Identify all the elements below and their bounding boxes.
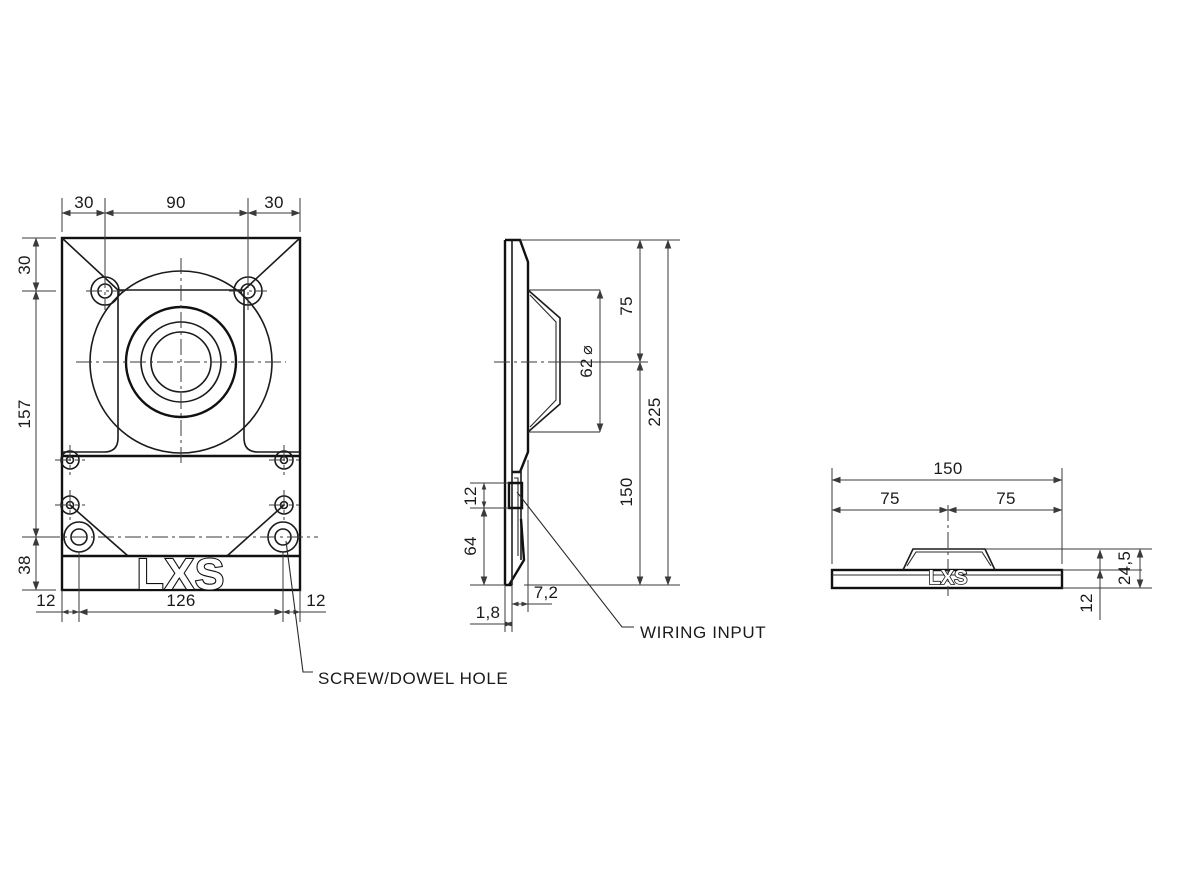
side-body-profile	[505, 238, 530, 474]
dim-front-left-157: 157	[15, 399, 34, 428]
side-tail-wedge-outer	[507, 518, 526, 586]
dim-top-75-right: 75	[996, 489, 1016, 508]
front-panel-fillet-right	[243, 437, 300, 453]
dim-front-top-left-30: 30	[74, 193, 94, 212]
dim-top-150: 150	[933, 459, 962, 478]
side-lower-back-inner	[514, 477, 519, 556]
side-diameter-62-dimension: 62 ⌀	[577, 289, 604, 433]
wiring-input-callout: WIRING INPUT	[516, 491, 766, 642]
dim-side-left-64: 64	[461, 536, 480, 556]
front-chamfer-top-left	[61, 237, 119, 291]
wiring-input-pocket	[507, 481, 524, 510]
dim-front-top-right-30: 30	[264, 193, 284, 212]
front-trim-chamfer-left	[69, 504, 129, 557]
dim-top-12: 12	[1077, 593, 1096, 613]
dim-front-bottom-left-12: 12	[36, 591, 56, 610]
dim-top-75-left: 75	[880, 489, 900, 508]
side-view: 12 64 1,8 7,2 62 ⌀	[461, 238, 766, 642]
side-lower-back-wall	[512, 471, 522, 560]
diameter-symbol-icon: ⌀	[577, 345, 596, 355]
dim-side-75: 75	[617, 296, 636, 316]
dim-front-bottom-126: 126	[166, 591, 195, 610]
front-panel-fillet-left	[62, 437, 119, 453]
dim-front-bottom-right-12: 12	[306, 591, 326, 610]
top-right-height-dimensions: 24,5 12	[985, 548, 1152, 620]
front-view: LXS 30 90 30 30 157 38	[15, 193, 508, 688]
screw-dowel-hole-label: SCREW/DOWEL HOLE	[318, 669, 508, 688]
wiring-input-leader-line	[516, 491, 634, 628]
dim-side-left-12: 12	[461, 486, 480, 506]
front-body-outline	[60, 236, 302, 592]
side-left-dimension-chain: 12 64	[461, 482, 509, 586]
front-bottom-dimension-chain: 12 126 12	[36, 552, 326, 622]
front-chamfer-top-right	[243, 237, 301, 291]
wiring-input-label: WIRING INPUT	[640, 623, 766, 642]
dim-front-left-30: 30	[15, 255, 34, 275]
side-right-dimension-stack: 75 150 225	[520, 239, 680, 586]
top-brand-logo: LXS	[929, 567, 968, 589]
front-brand-logo: LXS	[137, 550, 226, 599]
dim-side-bottom-1-8: 1,8	[476, 603, 501, 622]
dim-side-225: 225	[645, 397, 664, 426]
top-view: LXS 150 75 75 24,5 12	[830, 459, 1152, 620]
top-speaker-housing-inner	[906, 551, 992, 567]
front-top-dimension-chain: 30 90 30	[61, 193, 301, 282]
screw-dowel-hole-callout: SCREW/DOWEL HOLE	[285, 540, 508, 688]
dim-side-150: 150	[617, 477, 636, 506]
screw-dowel-hole-leader-line	[285, 540, 313, 673]
screw-boss-mid-left	[55, 445, 85, 475]
top-dimension-chain: 150 75 75	[831, 459, 1063, 564]
dim-front-top-mid-90: 90	[166, 193, 186, 212]
top-speaker-housing	[902, 548, 996, 571]
dim-top-24-5: 24,5	[1115, 551, 1134, 585]
front-trim-chamfer-right	[226, 504, 285, 557]
dim-front-left-38: 38	[15, 555, 34, 575]
front-left-dimension-chain: 30 157 38	[15, 237, 56, 591]
dim-side-bottom-7-2: 7,2	[534, 583, 559, 602]
screw-boss-mid-right	[269, 445, 299, 475]
side-bottom-dimension-chain: 1,8 7,2	[470, 460, 558, 632]
side-speaker-cone-inner	[529, 294, 557, 428]
dim-side-dia-62: 62	[577, 358, 596, 378]
top-base-plate	[830, 568, 1064, 590]
side-speaker-cone-outer	[527, 289, 561, 433]
